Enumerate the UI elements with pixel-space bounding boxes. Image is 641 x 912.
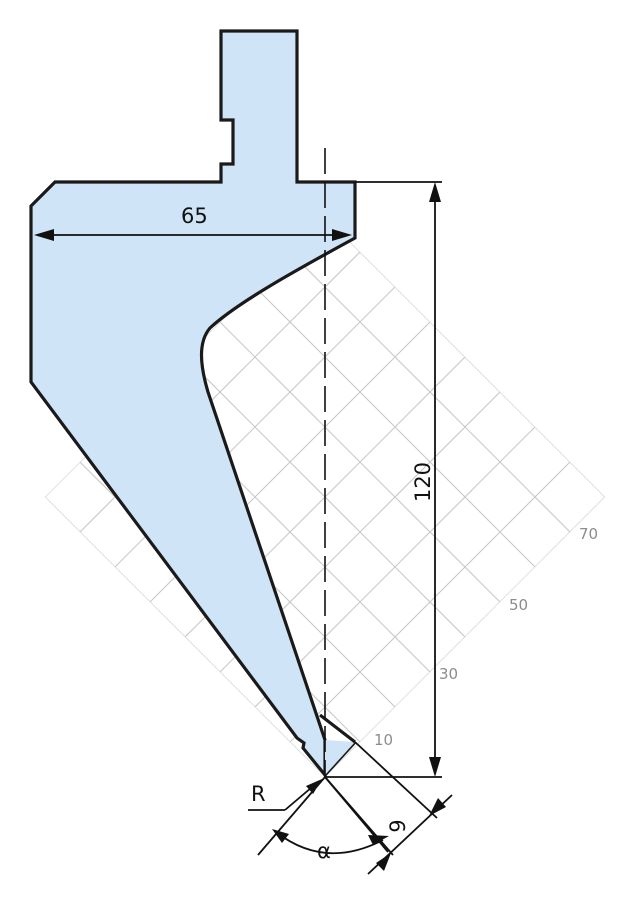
gap-dimension: 9 bbox=[324, 741, 453, 875]
radius-callout: R bbox=[248, 779, 322, 811]
tip-upper-edge bbox=[319, 713, 356, 744]
height-label: 120 bbox=[411, 462, 435, 502]
grid-label-70: 70 bbox=[579, 525, 598, 543]
angle-dimension: α bbox=[257, 776, 394, 863]
width-label: 65 bbox=[181, 204, 208, 228]
angle-label: α bbox=[317, 839, 331, 863]
grid-label-10: 10 bbox=[374, 731, 393, 749]
gap-label: 9 bbox=[386, 819, 410, 832]
grid-label-50: 50 bbox=[509, 596, 528, 614]
grid-label-30: 30 bbox=[439, 665, 458, 683]
height-dimension: 120 bbox=[325, 181, 442, 778]
punch-profile bbox=[29, 29, 357, 780]
tip-fill-patch bbox=[325, 740, 355, 775]
radius-label: R bbox=[251, 782, 266, 806]
width-dimension: 65 bbox=[34, 204, 352, 241]
